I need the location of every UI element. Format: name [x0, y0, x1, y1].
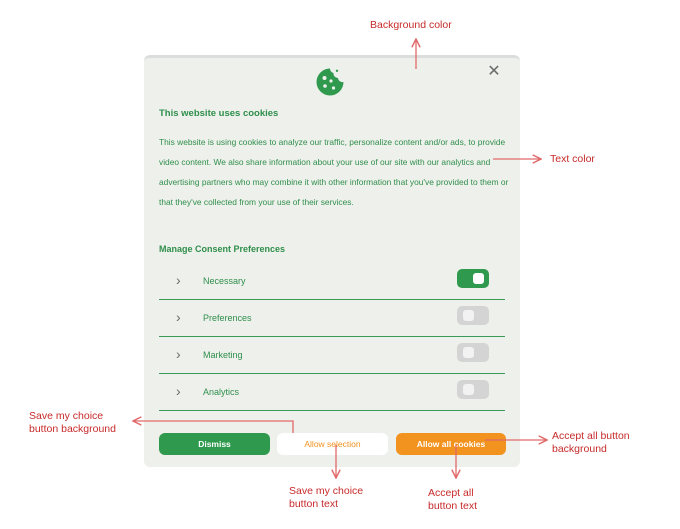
category-row-marketing[interactable]: › Marketing — [159, 338, 505, 374]
annotation-line: button background — [29, 423, 116, 435]
save-bg-arrow — [133, 421, 294, 433]
annotation-line: Save my choice — [29, 410, 104, 422]
annotation-text-color: Text color — [550, 153, 595, 165]
chevron-right-icon[interactable]: › — [176, 383, 181, 399]
dialog-title: This website uses cookies — [159, 108, 279, 119]
annotation-line: background — [552, 443, 607, 455]
annotation-line: Accept all — [428, 487, 474, 499]
preferences-toggle[interactable] — [457, 306, 489, 325]
chevron-right-icon[interactable]: › — [176, 346, 181, 362]
annotation-line: button text — [428, 500, 478, 512]
chevron-right-icon[interactable]: › — [176, 309, 181, 325]
annotation-line: Accept all button — [552, 430, 630, 442]
annotation-line: button text — [289, 498, 339, 510]
toggle-knob — [473, 273, 484, 284]
annotation-background-color: Background color — [370, 19, 452, 31]
allow-all-cookies-button[interactable]: Allow all cookies — [396, 433, 506, 455]
necessary-toggle[interactable] — [457, 269, 489, 288]
chevron-right-icon[interactable]: › — [176, 272, 181, 288]
annotation-save-bg: Save my choice button background — [29, 410, 116, 436]
category-label: Analytics — [203, 387, 240, 397]
annotation-line: Save my choice — [289, 485, 364, 497]
toggle-knob — [463, 347, 474, 358]
category-row-analytics[interactable]: › Analytics — [159, 375, 505, 411]
category-row-preferences[interactable]: › Preferences — [159, 301, 505, 337]
manage-consent-title: Manage Consent Preferences — [159, 244, 286, 254]
marketing-toggle[interactable] — [457, 343, 489, 362]
annotation-save-text: Save my choice button text — [289, 485, 363, 511]
dialog-body-text: This website is using cookies to analyze… — [159, 137, 509, 207]
category-label: Necessary — [203, 276, 246, 286]
close-icon[interactable]: ✕ — [487, 63, 501, 80]
cookie-icon — [316, 68, 344, 96]
annotation-accept-bg: Accept all button background — [552, 430, 630, 456]
analytics-toggle[interactable] — [457, 380, 489, 399]
toggle-knob — [463, 310, 474, 321]
dismiss-button[interactable]: Dismiss — [159, 433, 270, 455]
category-label: Preferences — [203, 313, 252, 323]
allow-selection-button[interactable]: Allow selection — [277, 433, 388, 455]
toggle-knob — [463, 384, 474, 395]
category-label: Marketing — [203, 350, 243, 360]
category-row-necessary[interactable]: › Necessary — [159, 264, 505, 300]
cookie-consent-dialog: ✕ This website uses cookies This website… — [144, 55, 520, 467]
annotation-accept-text: Accept all button text — [428, 487, 477, 513]
